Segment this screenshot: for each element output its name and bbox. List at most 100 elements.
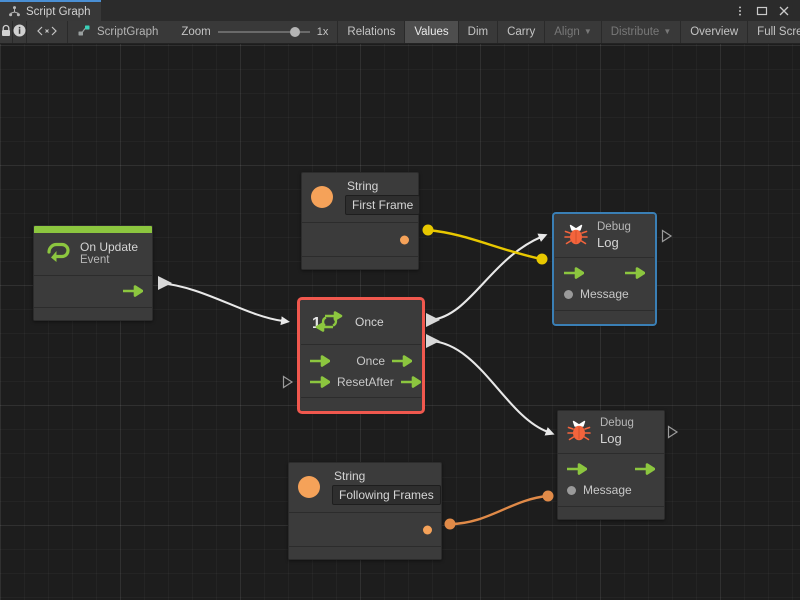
port-row-message[interactable]: Message bbox=[558, 480, 664, 501]
flow-output-port[interactable] bbox=[635, 463, 655, 476]
port-row-reset-after[interactable]: Reset After bbox=[301, 371, 421, 392]
port-label-message: Message bbox=[583, 483, 632, 498]
node-footer bbox=[558, 505, 664, 519]
node-on-update-event[interactable]: On Update Event bbox=[33, 225, 153, 321]
node-string-following-frames[interactable]: String Following Frames bbox=[288, 462, 442, 560]
node-once[interactable]: 1 Once bbox=[297, 297, 425, 414]
toolbar-button-relations[interactable]: Relations bbox=[338, 21, 406, 43]
toolbar-button-values[interactable]: Values bbox=[405, 21, 459, 43]
node-footer bbox=[301, 397, 421, 410]
flow-output-port[interactable] bbox=[625, 267, 645, 280]
flow-arrow-icon bbox=[392, 354, 412, 367]
node-footer bbox=[289, 546, 441, 559]
script-code-button[interactable] bbox=[27, 21, 68, 43]
node-title: Debug bbox=[597, 221, 631, 233]
node-debug-log-bottom[interactable]: Debug Log bbox=[557, 410, 665, 520]
node-debug-log-top[interactable]: Debug Log bbox=[552, 212, 657, 326]
toolbar-button-full-screen[interactable]: Full Screen bbox=[748, 21, 800, 43]
flow-output-port-once[interactable]: Once bbox=[356, 354, 412, 368]
node-body: Message bbox=[555, 257, 654, 310]
node-body bbox=[34, 275, 152, 307]
toolbar-button-dim-label: Dim bbox=[467, 26, 489, 38]
toolbar-button-align[interactable]: Align ▼ bbox=[545, 21, 602, 43]
string-circle-icon bbox=[298, 476, 320, 498]
flow-input-port-enter[interactable] bbox=[310, 354, 330, 367]
wire-endpoint-dot bbox=[444, 518, 456, 530]
toolbar-button-dim[interactable]: Dim bbox=[459, 21, 499, 43]
flow-arrow-icon bbox=[310, 375, 330, 388]
event-accent-bar bbox=[34, 226, 152, 233]
window-tab-label: Script Graph bbox=[26, 5, 91, 18]
wire-endpoint-dot bbox=[542, 490, 554, 502]
event-loop-icon bbox=[43, 241, 71, 267]
toolbar-button-overview[interactable]: Overview bbox=[681, 21, 749, 43]
node-title-block: Debug Log bbox=[597, 221, 631, 250]
chevron-down-icon: ▼ bbox=[583, 26, 592, 36]
lock-button[interactable] bbox=[0, 21, 13, 43]
once-counter-number: 1 bbox=[312, 315, 321, 332]
zoom-label: Zoom bbox=[181, 26, 211, 38]
node-title-block: String Following Frames bbox=[332, 469, 441, 505]
node-string-first-frame[interactable]: String First Frame bbox=[301, 172, 421, 270]
wire-string-following-to-message bbox=[444, 490, 554, 530]
port-label-reset: Reset bbox=[337, 374, 369, 389]
zoom-slider-track bbox=[217, 31, 310, 33]
port-row-trigger-out[interactable] bbox=[34, 281, 152, 302]
toolbar-button-carry[interactable]: Carry bbox=[498, 21, 546, 43]
node-footer bbox=[302, 256, 418, 269]
port-row-flow[interactable] bbox=[555, 263, 654, 284]
node-body bbox=[302, 222, 418, 256]
toolbar-button-align-label: Align bbox=[554, 26, 580, 38]
graph-canvas[interactable]: On Update Event bbox=[0, 44, 800, 600]
node-subtitle: Log bbox=[597, 234, 619, 250]
port-label-once: Once bbox=[356, 353, 385, 368]
unconnected-flow-output-triangle-bottom[interactable] bbox=[667, 425, 679, 439]
node-body: Message bbox=[558, 453, 664, 506]
node-header: String Following Frames bbox=[289, 463, 441, 512]
more-options-icon[interactable] bbox=[730, 0, 750, 21]
zoom-slider[interactable] bbox=[217, 26, 310, 38]
node-title: String bbox=[347, 179, 379, 193]
unconnected-flow-input-triangle-reset[interactable] bbox=[282, 375, 294, 389]
flow-input-port[interactable] bbox=[564, 267, 584, 280]
window-tab-script-graph[interactable]: Script Graph bbox=[0, 0, 101, 21]
window-controls bbox=[730, 0, 800, 21]
wire-string-first-to-message bbox=[422, 224, 548, 265]
toolbar-button-overview-label: Overview bbox=[690, 26, 739, 38]
value-input-port-message[interactable]: Message bbox=[567, 483, 632, 497]
lock-icon bbox=[0, 24, 12, 40]
toolbar-button-distribute[interactable]: Distribute ▼ bbox=[602, 21, 682, 43]
flow-input-port[interactable] bbox=[567, 463, 587, 476]
zoom-control[interactable]: Zoom 1x bbox=[174, 21, 339, 43]
flow-arrow-icon bbox=[564, 267, 584, 280]
flow-output-port-after[interactable]: After bbox=[368, 374, 421, 389]
maximize-icon[interactable] bbox=[752, 0, 772, 21]
graph-toolbar: ScriptGraph Zoom 1x Relations Values Dim… bbox=[0, 21, 800, 44]
zoom-slider-knob[interactable] bbox=[289, 27, 300, 37]
info-icon bbox=[13, 24, 26, 40]
flow-output-port[interactable] bbox=[123, 285, 143, 298]
string-value-input[interactable]: First Frame bbox=[345, 195, 421, 215]
port-row-message[interactable]: Message bbox=[555, 284, 654, 305]
string-value-input[interactable]: Following Frames bbox=[332, 485, 441, 505]
once-counter-icon: 1 bbox=[312, 309, 346, 335]
value-output-port[interactable] bbox=[400, 235, 409, 244]
breadcrumb[interactable]: ScriptGraph bbox=[68, 21, 174, 43]
flow-arrow-icon bbox=[625, 267, 645, 280]
port-label-after: After bbox=[368, 374, 394, 389]
node-title: Once bbox=[355, 314, 384, 329]
close-icon[interactable] bbox=[774, 0, 794, 21]
flow-input-port-reset[interactable]: Reset bbox=[310, 375, 368, 389]
node-footer bbox=[34, 306, 152, 320]
toolbar-button-values-label: Values bbox=[414, 26, 449, 38]
port-row-enter-once[interactable]: Once bbox=[301, 350, 421, 371]
node-title: Debug bbox=[600, 417, 634, 429]
chevron-down-icon: ▼ bbox=[663, 26, 672, 36]
info-button[interactable] bbox=[13, 21, 27, 43]
unconnected-flow-output-triangle-top[interactable] bbox=[661, 229, 673, 243]
value-output-port[interactable] bbox=[423, 525, 432, 534]
node-body bbox=[289, 512, 441, 546]
port-row-flow[interactable] bbox=[558, 459, 664, 480]
flow-arrow-icon bbox=[400, 375, 421, 388]
value-input-port-message[interactable]: Message bbox=[564, 287, 629, 301]
